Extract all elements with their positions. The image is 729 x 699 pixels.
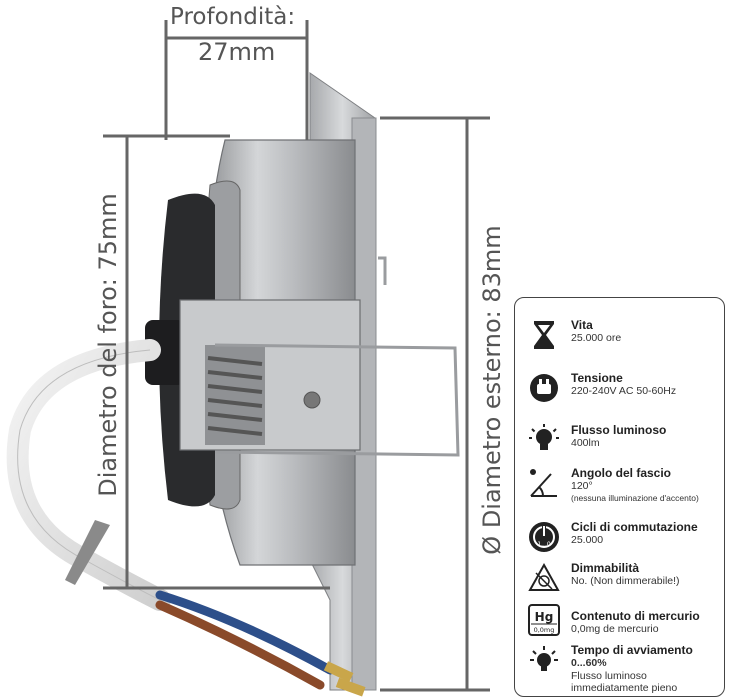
spec-value: 120°	[571, 480, 593, 492]
spec-value: 25.000 ore	[571, 332, 622, 344]
spec-title: Dimmabilità	[571, 561, 640, 575]
spec-title: Vita	[571, 318, 593, 332]
spec-title: Flusso luminoso	[571, 423, 667, 437]
mercury-icon: Hg 0,0mg	[528, 604, 560, 636]
spring	[207, 356, 263, 436]
hole-diameter-label: Diametro del foro: 75mm	[94, 193, 122, 497]
spec-value: 0...60%	[571, 657, 607, 669]
outer-diameter-label: Ø Diametro esterno: 83mm	[478, 225, 506, 555]
spec-value: No. (Non dimmerabile!)	[571, 575, 680, 587]
hole-dimension	[103, 134, 330, 590]
spec-value: 220-240V AC 50-60Hz	[571, 385, 677, 397]
spec-title: Tensione	[571, 371, 623, 385]
plug-icon	[530, 374, 558, 402]
wire-clip	[214, 343, 460, 457]
spec-note: (nessuna illuminazione d'accento)	[571, 492, 699, 503]
spec-title: Cicli di commutazione	[571, 520, 698, 534]
bulb-icon	[529, 424, 559, 450]
hourglass-icon	[534, 321, 554, 349]
spec-value: 25.000	[571, 534, 604, 546]
lamp-socket	[145, 320, 185, 385]
brown-wire	[155, 600, 325, 690]
depth-dimension	[164, 20, 309, 140]
warmup-icon	[530, 646, 558, 671]
beam-angle-icon	[530, 469, 557, 497]
wire-ferrule-1	[323, 661, 354, 683]
cable-tie	[65, 520, 110, 585]
spec-panel: Vita 25.000 ore Tensione 220-240V AC 50-…	[514, 297, 725, 697]
spec-title: Contenuto di mercurio	[571, 609, 700, 623]
depth-value: 27mm	[198, 38, 276, 66]
outer-dimension	[380, 116, 490, 692]
spec-value: 0,0mg de mercurio	[571, 623, 659, 635]
spec-note-2: immediatamente pieno	[571, 682, 678, 694]
dimmable-icon	[528, 562, 560, 591]
spec-note: Flusso luminoso	[571, 669, 647, 682]
spec-title: Angolo del fascio	[571, 466, 672, 480]
power-cycle-icon: 1...0	[529, 522, 559, 552]
mercury-icon-subtext: 0,0mg	[534, 626, 555, 634]
mercury-icon-symbol: Hg	[535, 610, 554, 624]
depth-label: Profondità:	[170, 4, 296, 30]
power-cycle-icon-text: 1...0	[537, 541, 551, 548]
wire-ferrule-2	[335, 677, 366, 697]
spec-value: 400lm	[571, 437, 600, 449]
blue-wire	[155, 590, 335, 675]
spec-title: Tempo di avviamento	[571, 643, 693, 657]
rivet	[303, 391, 321, 409]
